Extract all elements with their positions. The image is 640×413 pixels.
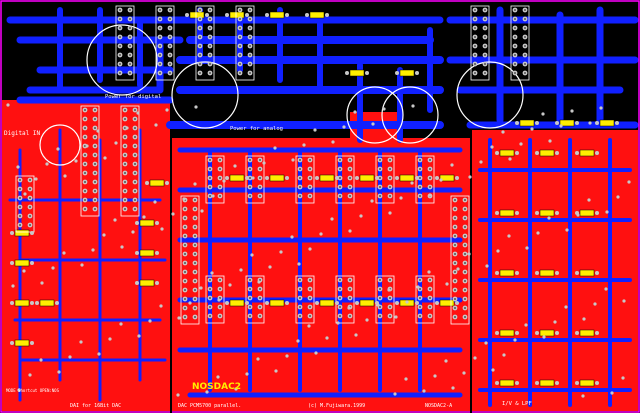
top-copper-pours <box>2 100 638 411</box>
label-copyright: (c) M.Fujiwara.1999 <box>308 403 365 409</box>
ic-packages <box>15 5 530 325</box>
label-dai: DAI for 16Bit DAC <box>70 403 121 409</box>
pads-layer <box>6 7 631 398</box>
mode-jumper-note: MODE Shortcut OPEN:NOS <box>6 388 60 393</box>
label-digital-in: Digital IN <box>4 130 41 137</box>
components-layer <box>14 11 615 387</box>
electrolytic-capacitors <box>39 24 524 166</box>
label-dac: DAC PCM5700 parallel. <box>178 403 241 409</box>
board-revision: NOSDAC2-A <box>425 403 452 409</box>
label-lpf: I/V & LPF <box>502 401 532 407</box>
board-title: NOSDAC2 <box>192 382 241 392</box>
label-power-analog: Power for analog <box>230 126 283 132</box>
label-power-digital: Power for digital <box>105 94 161 100</box>
